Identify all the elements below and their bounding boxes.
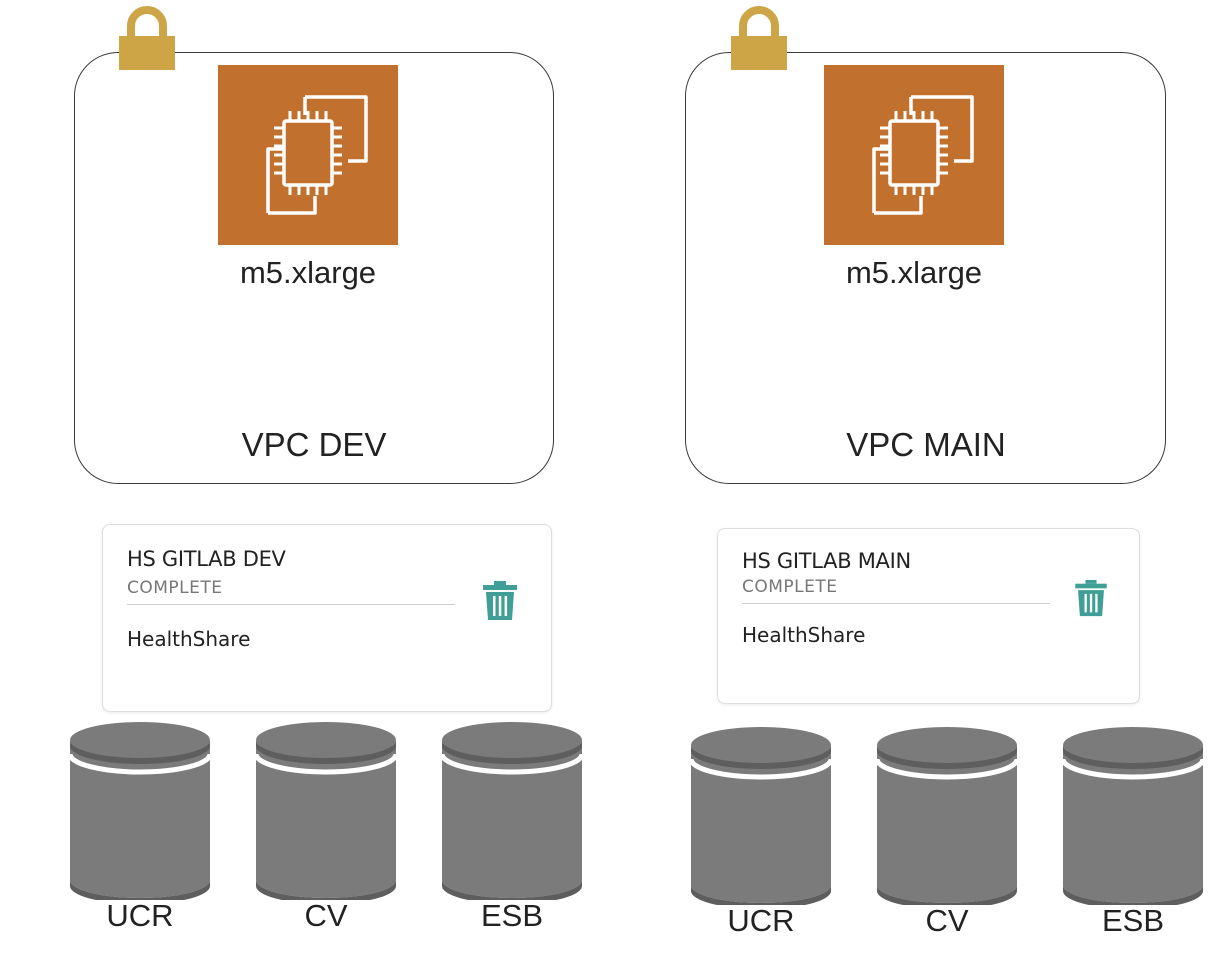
database-label: UCR [727, 903, 795, 938]
padlock-icon [731, 6, 787, 70]
database-label: UCR [106, 898, 174, 933]
ec2-instance-icon [218, 65, 398, 245]
platform-label: HealthShare [127, 627, 251, 651]
trash-icon[interactable] [483, 581, 517, 621]
vpc-name-label: VPC DEV [241, 426, 387, 463]
database-icon [877, 727, 1017, 905]
instance-type-label: m5.xlarge [239, 255, 377, 290]
status-label: COMPLETE [127, 578, 223, 598]
database-icon [70, 722, 210, 900]
card-title: HS GITLAB MAIN [742, 549, 911, 573]
vpc-name-label: VPC MAIN [846, 426, 1006, 463]
status-label: COMPLETE [742, 577, 838, 597]
instance-type-label: m5.xlarge [845, 255, 983, 290]
ec2-instance-icon [824, 65, 1004, 245]
database-label: CV [925, 903, 969, 938]
platform-label: HealthShare [742, 623, 866, 647]
database-label: CV [304, 898, 348, 933]
database-icon [1063, 727, 1203, 905]
card-title: HS GITLAB DEV [127, 547, 286, 571]
card-divider [127, 604, 455, 605]
database-icon [442, 722, 582, 900]
deployment-card-main[interactable]: HS GITLAB MAIN COMPLETE HealthShare [717, 528, 1140, 704]
database-icon [256, 722, 396, 900]
database-icon [691, 727, 831, 905]
database-label: ESB [1101, 903, 1165, 938]
card-divider [742, 603, 1050, 604]
database-label: ESB [480, 898, 544, 933]
padlock-icon [119, 6, 175, 70]
trash-icon[interactable] [1075, 580, 1107, 617]
deployment-card-dev[interactable]: HS GITLAB DEV COMPLETE HealthShare [102, 524, 552, 712]
